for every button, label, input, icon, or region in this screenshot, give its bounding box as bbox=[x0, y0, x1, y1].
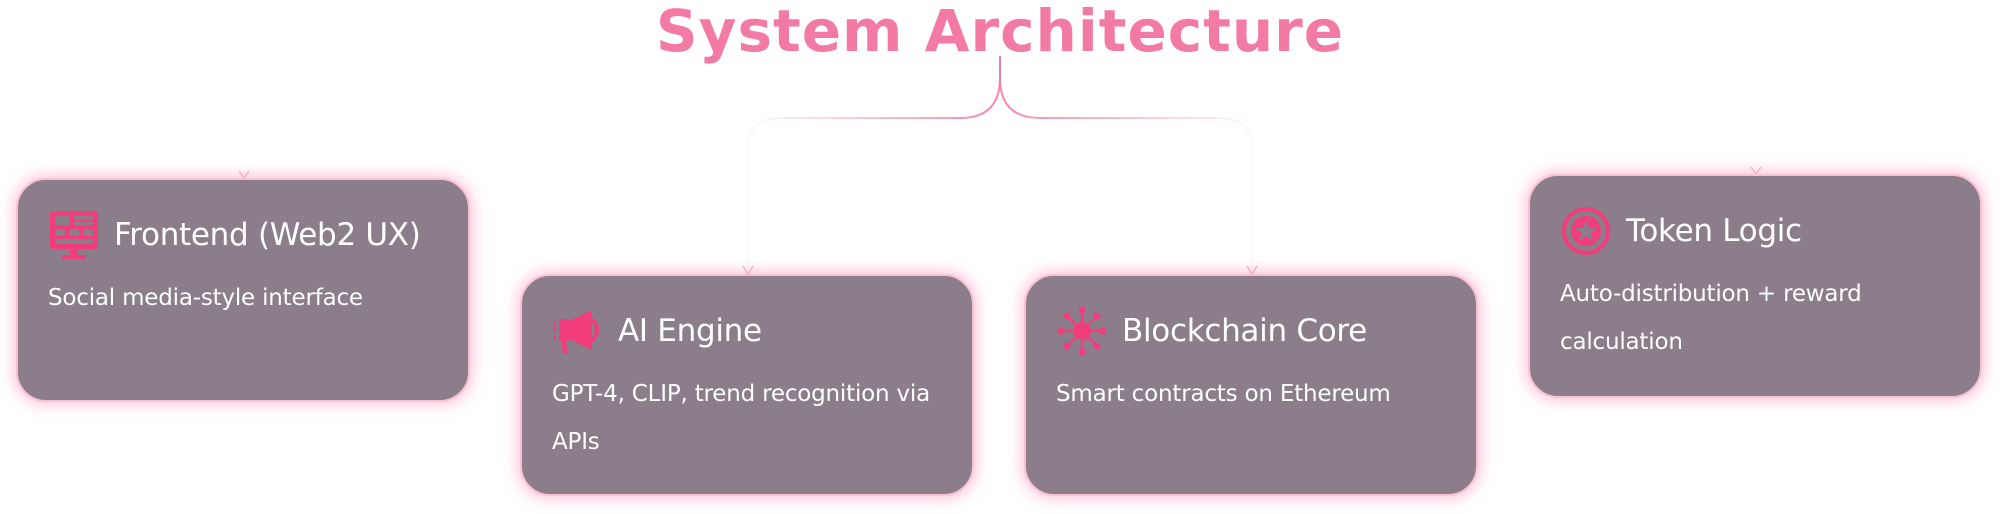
diagram-title: System Architecture bbox=[655, 0, 1345, 65]
card-description: Social media-style interface bbox=[48, 285, 363, 311]
monitor-dashboard-icon bbox=[50, 211, 98, 259]
connector-right-branch bbox=[999, 77, 1253, 268]
card-description: Smart contracts on Ethereum bbox=[1056, 381, 1391, 407]
card-ai-engine: AI Engine GPT-4, CLIP, trend recognition… bbox=[520, 274, 974, 496]
megaphone-icon bbox=[553, 310, 599, 354]
card-title: Blockchain Core bbox=[1122, 313, 1367, 349]
arrow-to-frontend bbox=[238, 170, 250, 180]
card-frontend: Frontend (Web2 UX) Social media-style in… bbox=[16, 178, 470, 402]
card-title: Frontend (Web2 UX) bbox=[114, 217, 421, 253]
card-title: AI Engine bbox=[618, 313, 762, 349]
card-blockchain-core: Blockchain Core Smart contracts on Ether… bbox=[1024, 274, 1478, 496]
card-title: Token Logic bbox=[1626, 213, 1802, 249]
network-hub-icon bbox=[1057, 306, 1107, 356]
card-description: GPT-4, CLIP, trend recognition via APIs bbox=[552, 381, 930, 455]
star-coin-icon bbox=[1562, 207, 1610, 255]
connector-left-branch bbox=[747, 77, 1001, 268]
arrow-to-token-logic bbox=[1750, 166, 1762, 176]
card-description: Auto-distribution + reward calculation bbox=[1560, 281, 1862, 355]
card-token-logic: Token Logic Auto-distribution + reward c… bbox=[1528, 174, 1982, 398]
